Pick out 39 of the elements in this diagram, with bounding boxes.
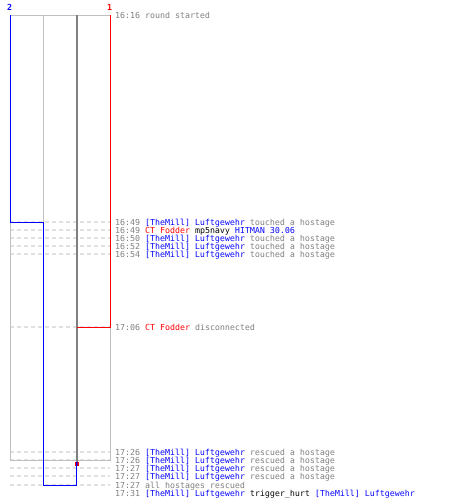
player-name: HITMAN 30.06 [234, 225, 295, 235]
timestamp: 16:50 [115, 233, 140, 243]
event-text: disconnected [194, 322, 255, 332]
timestamp: 17:26 [115, 447, 140, 457]
track-number: 2 [7, 3, 12, 11]
timestamp: 17:27 [115, 480, 140, 490]
timestamp: 16:54 [115, 249, 140, 259]
event-text: touched a hostage [250, 233, 335, 243]
timestamp: 16:16 [115, 10, 140, 20]
timestamp: 16:52 [115, 241, 140, 251]
timestamp: 17:31 [115, 488, 140, 498]
player-name: CT Fodder [144, 322, 190, 332]
track-number: 1 [107, 3, 112, 11]
player-name: [TheMill] Luftgewehr [144, 455, 245, 465]
player-name: CT Fodder [144, 225, 190, 235]
player-name: [TheMill] Luftgewehr [144, 249, 245, 259]
player-name: [TheMill] Luftgewehr [144, 463, 245, 473]
event-text: rescued a hostage [250, 447, 335, 457]
timestamp: 17:27 [115, 463, 140, 473]
event-text: rescued a hostage [250, 455, 335, 465]
player-name: [TheMill] Luftgewehr [314, 488, 415, 498]
event-text: touched a hostage [250, 241, 335, 251]
player-name: [TheMill] Luftgewehr [144, 217, 245, 227]
weapon-text: trigger_hurt [250, 488, 310, 498]
event-text: all hostages rescued [144, 480, 245, 490]
player-name: [TheMill] Luftgewehr [144, 241, 245, 251]
timestamp: 17:06 [115, 322, 140, 332]
timestamp: 17:27 [115, 471, 140, 481]
event-text: rescued a hostage [250, 471, 335, 481]
player-name: [TheMill] Luftgewehr [144, 471, 245, 481]
timestamp: 17:26 [115, 455, 140, 465]
player-name: [TheMill] Luftgewehr [144, 447, 245, 457]
timestamp: 16:49 [115, 217, 140, 227]
event-text: round started [144, 10, 210, 20]
event-text: touched a hostage [250, 217, 335, 227]
event-text: rescued a hostage [250, 463, 335, 473]
event-text: touched a hostage [250, 249, 335, 259]
timestamp: 16:49 [115, 225, 140, 235]
player-name: [TheMill] Luftgewehr [144, 233, 245, 243]
